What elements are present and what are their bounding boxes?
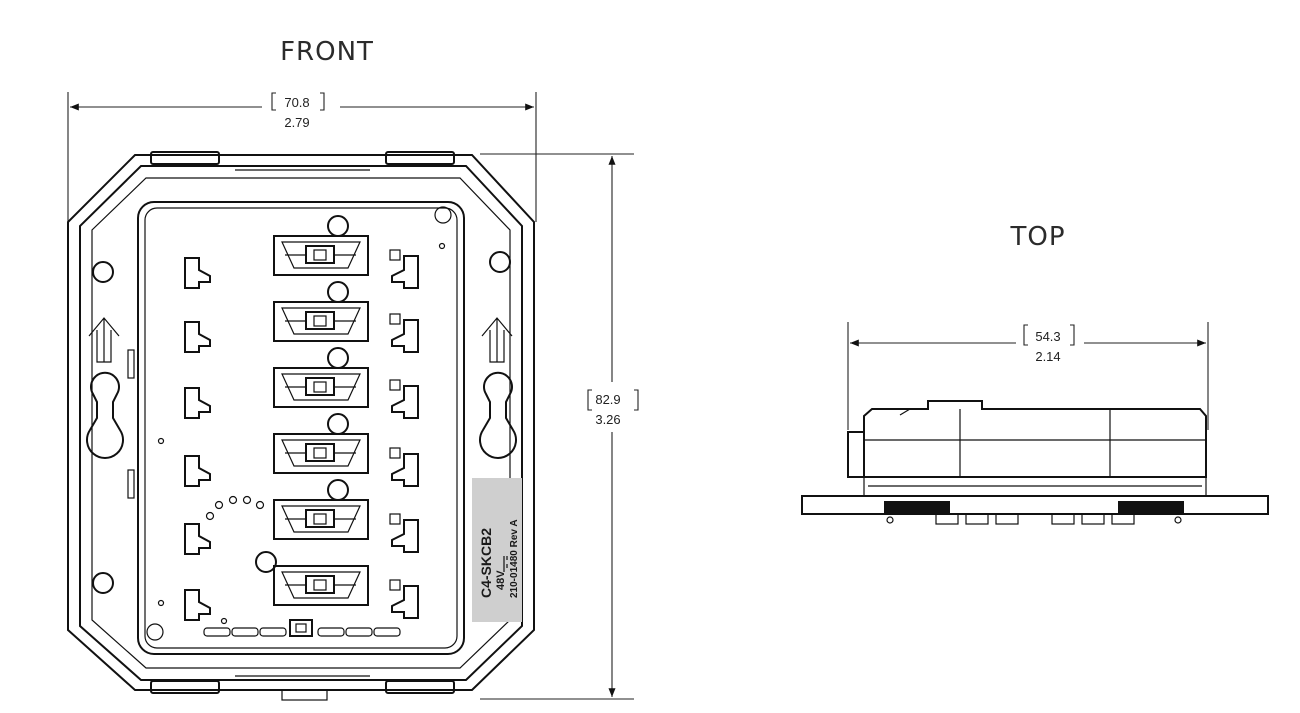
part-label: C4-SKCB2 48V 210-01480 Rev A xyxy=(472,478,522,622)
spring-clip xyxy=(389,313,419,353)
spring-clip xyxy=(389,579,419,619)
label-voltage: 48V xyxy=(495,570,507,590)
arrow-up-icon xyxy=(88,317,120,363)
front-height-in: 3.26 xyxy=(595,412,620,427)
button-actuator xyxy=(255,551,369,606)
spring-clip xyxy=(389,513,419,553)
spring-clip xyxy=(184,589,211,621)
spring-clip xyxy=(184,455,211,487)
spring-clip xyxy=(389,379,419,419)
arrow-up-icon xyxy=(481,317,513,363)
spring-clip xyxy=(184,387,211,419)
front-inner-plate xyxy=(137,201,465,655)
front-width-mm: 70.8 xyxy=(284,95,309,110)
button-actuator xyxy=(273,347,369,408)
front-height-dimension: 82.9 3.26 xyxy=(480,153,639,700)
front-view: FRONT 70.8 2.79 82.9 3.26 xyxy=(67,37,639,701)
front-mounting-features xyxy=(86,251,517,594)
bottom-connector-strip xyxy=(203,619,401,637)
spring-clip xyxy=(184,321,211,353)
top-title: TOP xyxy=(1009,222,1065,252)
right-clip-column xyxy=(389,249,419,619)
keyhole-slot xyxy=(479,371,517,459)
left-clip-column xyxy=(184,257,211,621)
spring-clip xyxy=(389,447,419,487)
top-depth-in: 2.14 xyxy=(1035,349,1060,364)
top-depth-dimension: 54.3 2.14 xyxy=(847,322,1209,430)
front-width-in: 2.79 xyxy=(284,115,309,130)
top-view: TOP 54.3 2.14 xyxy=(801,222,1269,525)
button-actuator xyxy=(273,281,369,342)
spring-clip xyxy=(184,257,211,289)
front-title: FRONT xyxy=(280,37,374,67)
label-part-number: 210-01480 Rev A xyxy=(509,519,520,598)
top-housing xyxy=(847,400,1207,497)
button-actuator xyxy=(273,215,369,276)
keyhole-slot xyxy=(86,371,124,459)
led-indicators xyxy=(205,495,265,521)
front-height-mm: 82.9 xyxy=(595,392,620,407)
spring-clip xyxy=(184,523,211,555)
front-frame xyxy=(67,151,535,701)
top-depth-mm: 54.3 xyxy=(1035,329,1060,344)
top-mounting-plate xyxy=(801,495,1269,525)
spring-clip xyxy=(389,249,419,289)
button-actuator xyxy=(273,413,369,474)
label-model: C4-SKCB2 xyxy=(478,528,494,598)
front-width-dimension: 70.8 2.79 xyxy=(67,92,537,222)
button-actuator xyxy=(273,479,369,540)
